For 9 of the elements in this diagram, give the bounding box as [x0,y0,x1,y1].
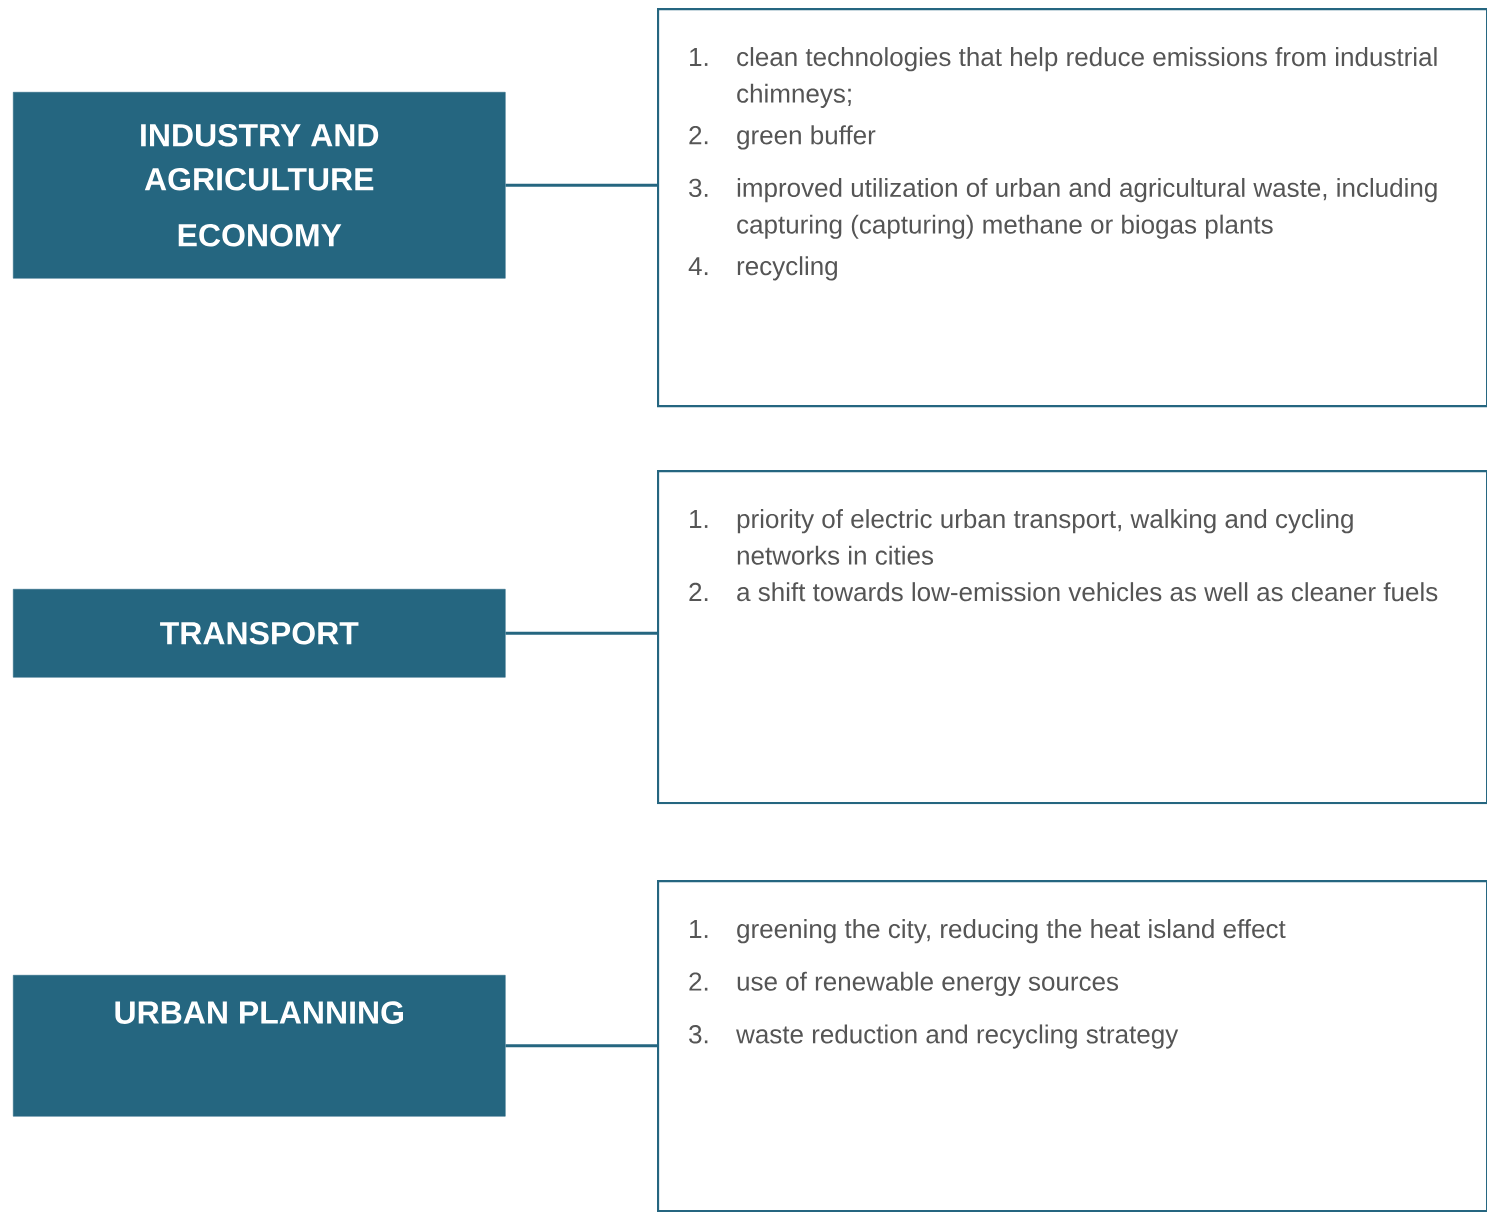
connector-line [505,631,657,635]
connector-line [505,183,657,187]
category-box: INDUSTRY AND AGRICULTURE ECONOMY [13,92,506,279]
connector-line [505,1044,657,1048]
category-box: URBAN PLANNING [13,975,506,1117]
list-box: 1. clean technologies that help reduce emissions from industrial chimneys; 2. green buffer 3. improved utilization of urban and agricultural waste, including capturing (capturing) methane or biogas plants 4. recycling [657,8,1487,408]
list-box: 1. greening the city, reducing the heat island effect 2. use of renewable energy sources 3. waste reduction and recycling strategy [657,880,1487,1212]
list-box: 1. priority of electric urban transport, walking and cycling networks in cities 2. a shift towards low-emission vehicles as well as cleaner fuels [657,470,1487,805]
category-box: TRANSPORT [13,589,506,678]
